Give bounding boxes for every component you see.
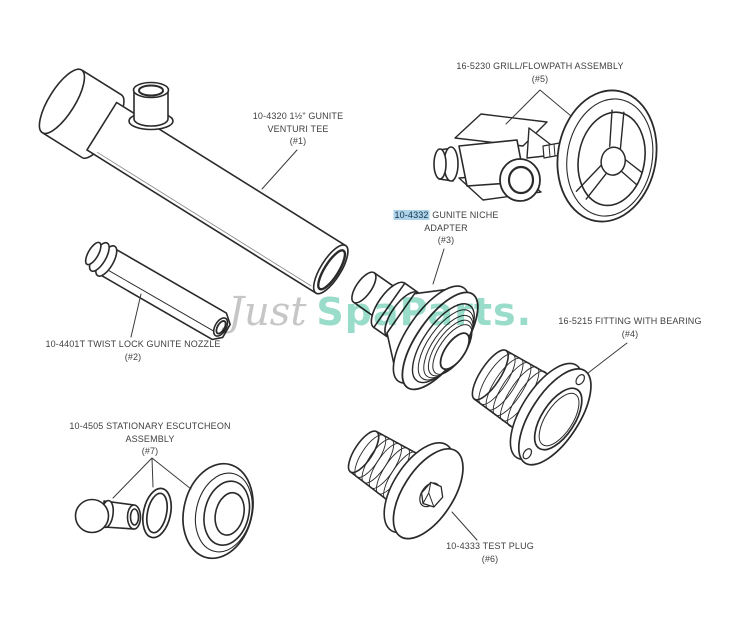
- label-line: 10-4320 1½" GUNITE: [252, 111, 344, 121]
- leader-lines: [113, 90, 627, 540]
- venturi-tee-drawing: [31, 63, 359, 306]
- flowpath-body-drawing: [434, 114, 566, 201]
- label-part-index: (#1): [289, 136, 307, 146]
- grill-wheel-drawing: [547, 82, 666, 229]
- label-line: ASSEMBLY: [125, 433, 175, 444]
- stub-port-drawing: [129, 83, 173, 130]
- label-test-plug: 10-4333 TEST PLUG (#6): [446, 540, 534, 565]
- label-grill-flowpath: 16-5230 GRILL/FLOWPATH ASSEMBLY (#5): [456, 60, 623, 85]
- label-line: 16-5215 FITTING WITH BEARING: [558, 316, 702, 326]
- escutcheon-flange-drawing: [173, 456, 262, 566]
- part-number-highlight: 10-4332: [393, 210, 430, 220]
- label-fitting-bearing: 16-5215 FITTING WITH BEARING (#4): [558, 315, 701, 340]
- o-ring-drawing: [139, 486, 176, 541]
- label-line: 10-4333 TEST PLUG: [446, 541, 534, 551]
- fitting-bearing-drawing: [452, 323, 605, 476]
- label-niche-adapter: 10-4332 GUNITE NICHE ADAPTER (#3): [393, 209, 498, 247]
- label-venturi-tee: 10-4320 1½" GUNITE VENTURI TEE (#1): [253, 110, 343, 148]
- label-line-rest: GUNITE NICHE: [432, 210, 499, 220]
- label-part-index: (#2): [124, 351, 142, 362]
- label-part-index: (#7): [141, 446, 159, 456]
- label-part-index: (#3): [437, 235, 455, 245]
- label-line: 10-4332 GUNITE NICHE: [393, 209, 498, 222]
- ball-nozzle-drawing: [76, 500, 141, 533]
- niche-adapter-drawing: [325, 237, 495, 404]
- label-part-index: (#5): [531, 73, 549, 84]
- label-line: 10-4401T TWIST LOCK GUNITE NOZZLE: [45, 339, 221, 349]
- label-line: VENTURI TEE: [267, 123, 329, 134]
- test-plug-drawing: [328, 404, 477, 550]
- label-escutcheon: 10-4505 STATIONARY ESCUTCHEON ASSEMBLY (…: [69, 420, 230, 458]
- label-twist-lock-nozzle: 10-4401T TWIST LOCK GUNITE NOZZLE (#2): [46, 338, 221, 363]
- label-part-index: (#4): [621, 328, 639, 339]
- label-line: 16-5230 GRILL/FLOWPATH ASSEMBLY: [456, 61, 624, 71]
- twist-lock-nozzle-drawing: [80, 236, 235, 345]
- label-line: 10-4505 STATIONARY ESCUTCHEON: [69, 421, 231, 431]
- label-line: ADAPTER: [424, 222, 468, 233]
- label-part-index: (#6): [481, 553, 499, 564]
